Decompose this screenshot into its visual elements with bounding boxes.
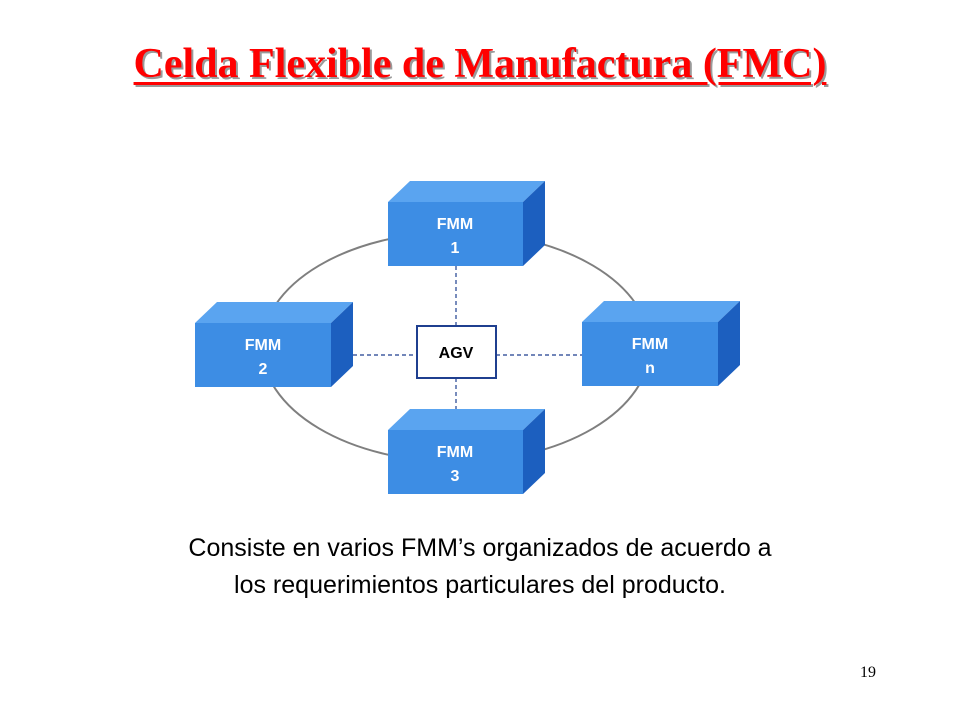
box-top-face	[582, 301, 740, 322]
fmm-2-label-line2: 2	[259, 361, 268, 378]
box-front-face	[582, 322, 718, 386]
fmm-2-box: FMM 2	[195, 302, 353, 387]
fmm-n-box: FMM n	[582, 301, 740, 386]
box-front-face	[388, 430, 523, 494]
fmm-1-label-line1: FMM	[437, 216, 473, 233]
box-side-face	[523, 409, 545, 494]
description-line-1: Consiste en varios FMM’s organizados de …	[188, 534, 772, 562]
description-line-2: los requerimientos particulares del prod…	[234, 571, 726, 599]
box-side-face	[331, 302, 353, 387]
box-top-face	[388, 409, 545, 430]
fmm-n-label-line2: n	[645, 360, 655, 377]
box-front-face	[388, 202, 523, 266]
slide-title: Celda Flexible de Manufactura (FMC)	[133, 41, 827, 87]
agv-box-frame	[416, 325, 497, 379]
fmm-3-label-line2: 3	[451, 468, 460, 485]
fmm-1-label-line2: 1	[451, 240, 460, 257]
box-side-face	[718, 301, 740, 386]
box-front-face	[195, 323, 331, 387]
fmm-3-box: FMM 3	[388, 409, 545, 494]
fmm-3-label-line1: FMM	[437, 444, 473, 461]
fmm-2-label-line1: FMM	[245, 337, 281, 354]
description-text: Consiste en varios FMM’s organizados de …	[80, 530, 880, 604]
agv-label: AGV	[439, 345, 474, 362]
page-number: 19	[860, 664, 876, 681]
box-top-face	[195, 302, 353, 323]
box-side-face	[523, 181, 545, 266]
fmm-n-label-line1: FMM	[632, 336, 668, 353]
fmm-1-box: FMM 1	[388, 181, 545, 266]
agv-box: AGV	[416, 325, 497, 379]
box-top-face	[388, 181, 545, 202]
